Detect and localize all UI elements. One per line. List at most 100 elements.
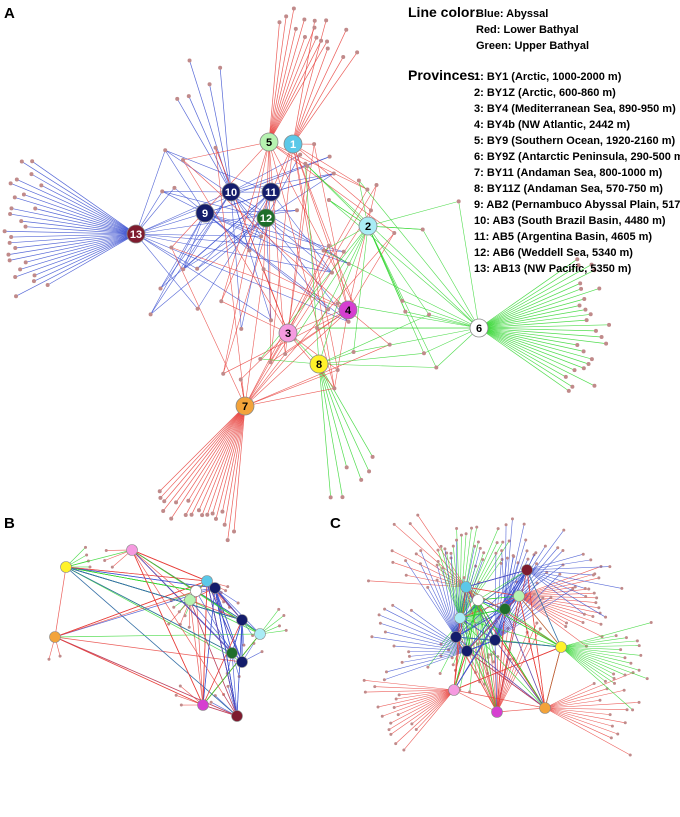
shared-edge bbox=[494, 639, 546, 709]
species-node bbox=[21, 192, 26, 197]
species-node bbox=[556, 546, 560, 550]
species-node bbox=[178, 684, 182, 688]
shared-edge bbox=[150, 191, 232, 315]
species-edge bbox=[212, 405, 246, 514]
species-node bbox=[315, 326, 320, 331]
species-node bbox=[525, 549, 529, 553]
species-node bbox=[496, 527, 500, 531]
species-node bbox=[210, 511, 215, 516]
species-node bbox=[597, 286, 602, 291]
species-node bbox=[33, 206, 38, 211]
species-edge bbox=[215, 405, 246, 520]
species-edge bbox=[560, 646, 606, 682]
shared-edge bbox=[292, 143, 368, 190]
species-edge bbox=[318, 363, 348, 468]
species-edge bbox=[446, 552, 461, 619]
species-node bbox=[213, 145, 218, 150]
species-edge bbox=[436, 565, 457, 638]
species-node bbox=[302, 17, 307, 22]
species-edge bbox=[292, 56, 344, 145]
species-node bbox=[476, 642, 480, 646]
shared-edge bbox=[260, 225, 369, 360]
species-edge bbox=[478, 327, 584, 369]
species-node bbox=[604, 341, 609, 346]
species-edge bbox=[47, 233, 137, 286]
species-node bbox=[593, 328, 598, 333]
species-node bbox=[475, 525, 479, 529]
species-node bbox=[592, 591, 596, 595]
species-edge bbox=[318, 363, 362, 481]
species-node bbox=[394, 697, 398, 701]
species-edge bbox=[268, 36, 306, 143]
species-edge bbox=[496, 628, 541, 713]
species-node bbox=[195, 266, 200, 271]
province-node-13 bbox=[231, 710, 243, 722]
species-node bbox=[598, 611, 602, 615]
species-node bbox=[392, 706, 396, 710]
species-edge bbox=[394, 689, 455, 708]
species-edge bbox=[170, 405, 246, 519]
shared-edge bbox=[466, 599, 479, 652]
species-edge bbox=[188, 95, 232, 193]
shared-edge bbox=[206, 580, 243, 663]
species-node bbox=[435, 578, 439, 582]
species-node bbox=[189, 512, 194, 517]
species-edge bbox=[384, 608, 468, 652]
species-edge bbox=[160, 405, 246, 499]
line-color-lower-bathyal: Red: Lower Bathyal bbox=[476, 24, 579, 36]
species-node bbox=[462, 576, 466, 580]
shared-edge bbox=[544, 646, 562, 709]
species-node bbox=[403, 309, 408, 314]
species-edge bbox=[518, 586, 576, 597]
shared-edge bbox=[504, 608, 546, 709]
shared-edge bbox=[422, 229, 480, 329]
species-node bbox=[303, 161, 308, 166]
species-node bbox=[468, 690, 472, 694]
species-node bbox=[344, 465, 349, 470]
species-node bbox=[459, 533, 463, 537]
species-node bbox=[478, 546, 482, 550]
species-node bbox=[187, 625, 191, 629]
species-edge bbox=[477, 643, 498, 713]
species-node bbox=[396, 713, 400, 717]
species-node bbox=[449, 551, 453, 555]
species-node bbox=[351, 350, 356, 355]
species-node bbox=[458, 579, 462, 583]
species-node bbox=[535, 621, 539, 625]
species-node bbox=[582, 296, 587, 301]
species-node bbox=[226, 684, 230, 688]
species-edge bbox=[496, 632, 528, 713]
species-node bbox=[251, 634, 255, 638]
species-node bbox=[592, 681, 596, 685]
shared-edge bbox=[459, 608, 506, 619]
species-edge bbox=[175, 405, 246, 503]
species-edge bbox=[393, 645, 468, 652]
species-edge bbox=[518, 595, 599, 609]
species-edge bbox=[10, 213, 137, 235]
species-node bbox=[247, 248, 252, 253]
species-edge bbox=[224, 405, 246, 525]
shared-edge bbox=[189, 599, 238, 717]
species-edge bbox=[478, 327, 607, 344]
shared-edge bbox=[230, 154, 301, 193]
species-node bbox=[163, 148, 168, 153]
species-edge bbox=[544, 702, 640, 709]
species-edge bbox=[518, 592, 595, 597]
species-edge bbox=[459, 528, 472, 619]
shared-edge bbox=[367, 201, 459, 227]
species-edge bbox=[25, 233, 137, 263]
province-node-label-6: 6 bbox=[476, 323, 482, 335]
species-edge bbox=[526, 569, 622, 589]
species-node bbox=[562, 528, 566, 532]
species-node bbox=[195, 306, 200, 311]
province-node-2 bbox=[358, 216, 378, 236]
species-node bbox=[576, 263, 581, 268]
shared-edge bbox=[526, 569, 562, 648]
species-edge bbox=[478, 327, 602, 338]
shared-edge bbox=[353, 327, 480, 353]
species-node bbox=[291, 6, 296, 11]
species-node bbox=[209, 700, 213, 704]
species-node bbox=[8, 181, 13, 186]
species-node bbox=[370, 635, 374, 639]
shared-edge bbox=[231, 652, 238, 717]
